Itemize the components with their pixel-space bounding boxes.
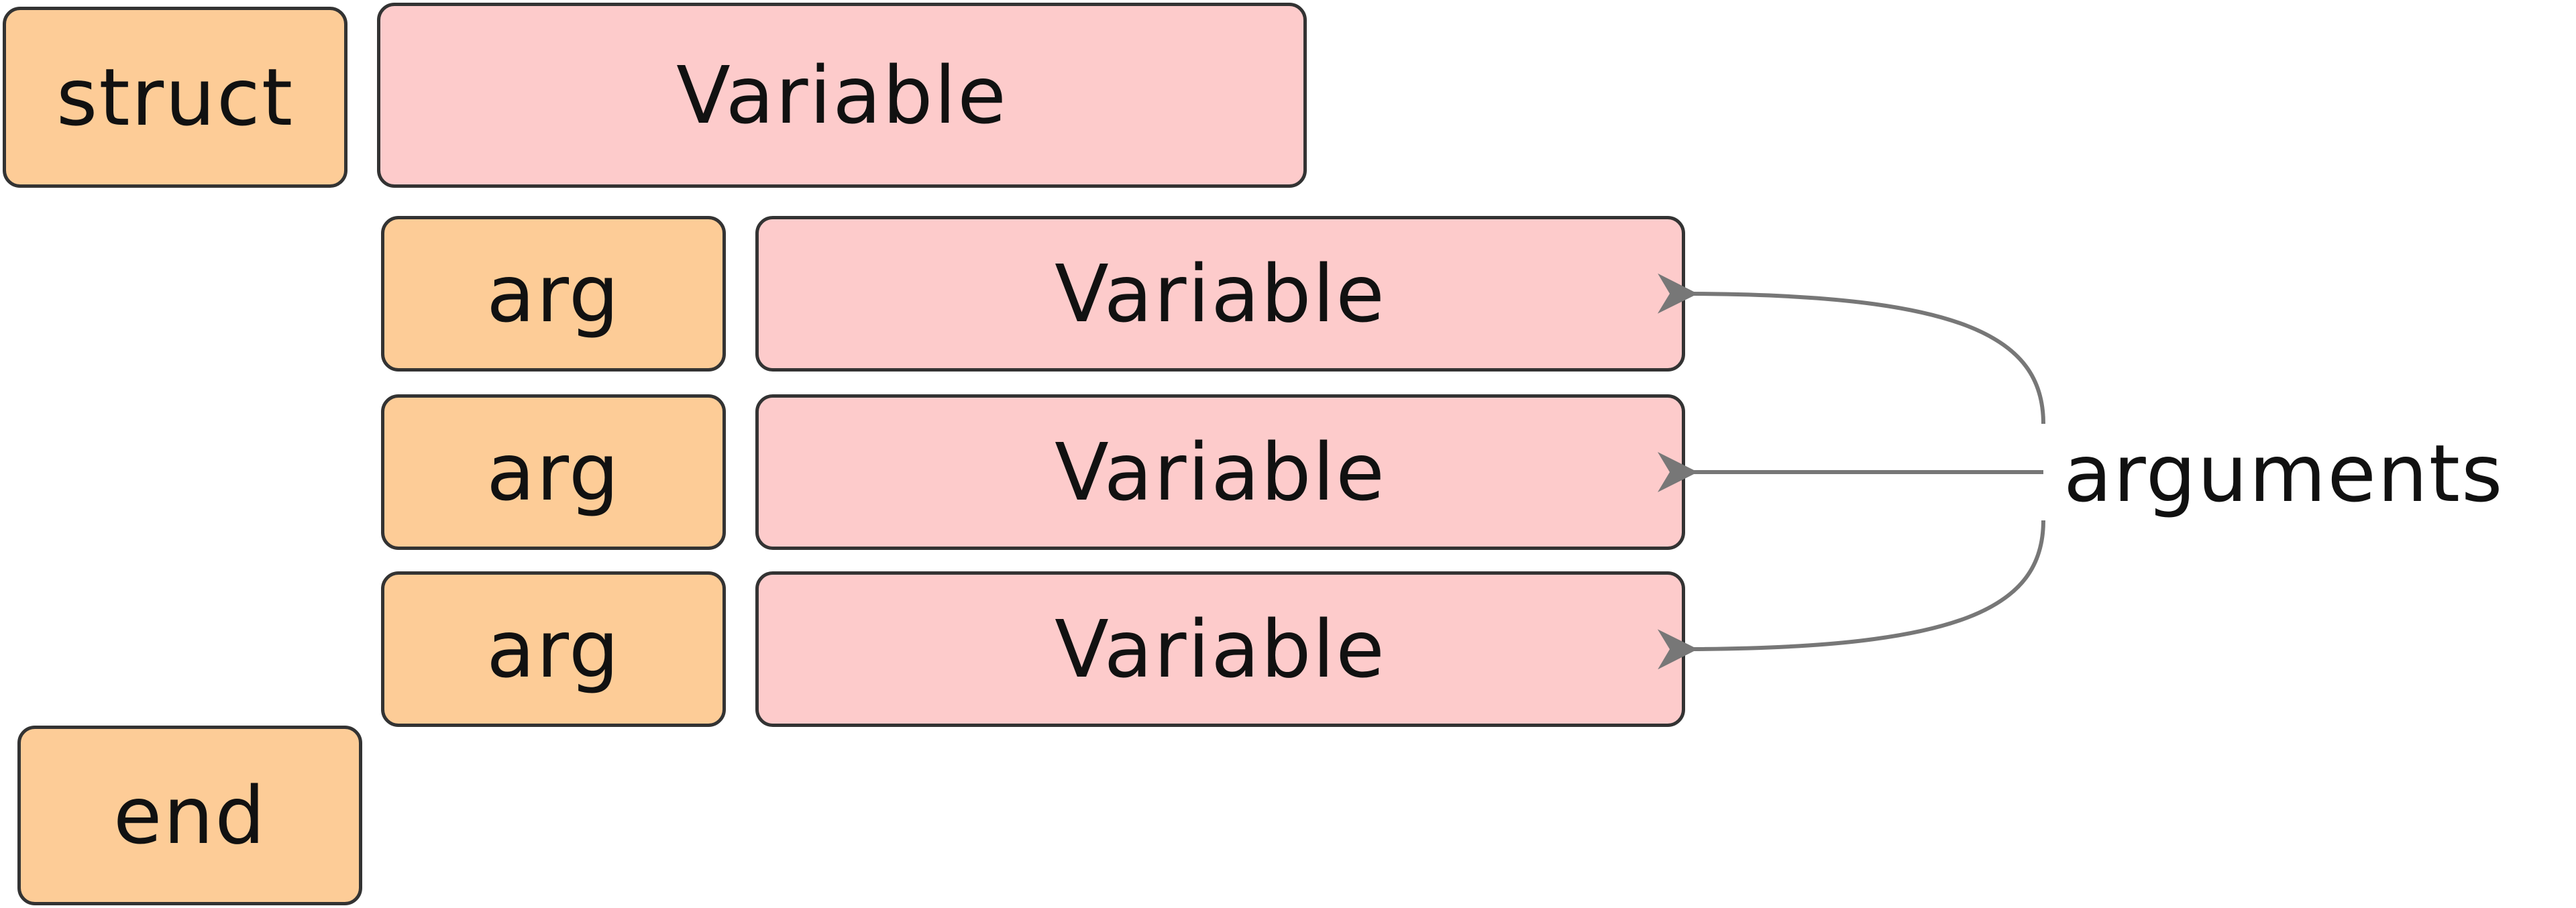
arg-keyword-label: arg: [486, 247, 621, 340]
struct-type-label: Variable: [676, 49, 1008, 141]
struct-type-box: Variable: [377, 3, 1307, 188]
arg-type-label: Variable: [1055, 247, 1386, 340]
arg-keyword-box: arg: [381, 216, 726, 372]
arg-type-label: Variable: [1055, 426, 1386, 518]
arg-keyword-label: arg: [486, 603, 621, 695]
arg-keyword-box: arg: [381, 571, 726, 727]
arg-keyword-label: arg: [486, 426, 621, 518]
arrow-to-arg-3: [1657, 520, 2045, 670]
end-keyword-label: end: [113, 769, 267, 862]
struct-keyword-box: struct: [3, 7, 347, 188]
arg-type-label: Variable: [1055, 603, 1386, 695]
arguments-annotation: arguments: [2063, 427, 2504, 520]
arg-type-box: Variable: [755, 571, 1685, 727]
struct-keyword-label: struct: [56, 51, 294, 144]
arg-keyword-box: arg: [381, 394, 726, 550]
arg-type-box: Variable: [755, 394, 1685, 550]
end-keyword-box: end: [17, 726, 362, 905]
arg-type-box: Variable: [755, 216, 1685, 372]
arrow-to-arg-1: [1657, 273, 2045, 424]
